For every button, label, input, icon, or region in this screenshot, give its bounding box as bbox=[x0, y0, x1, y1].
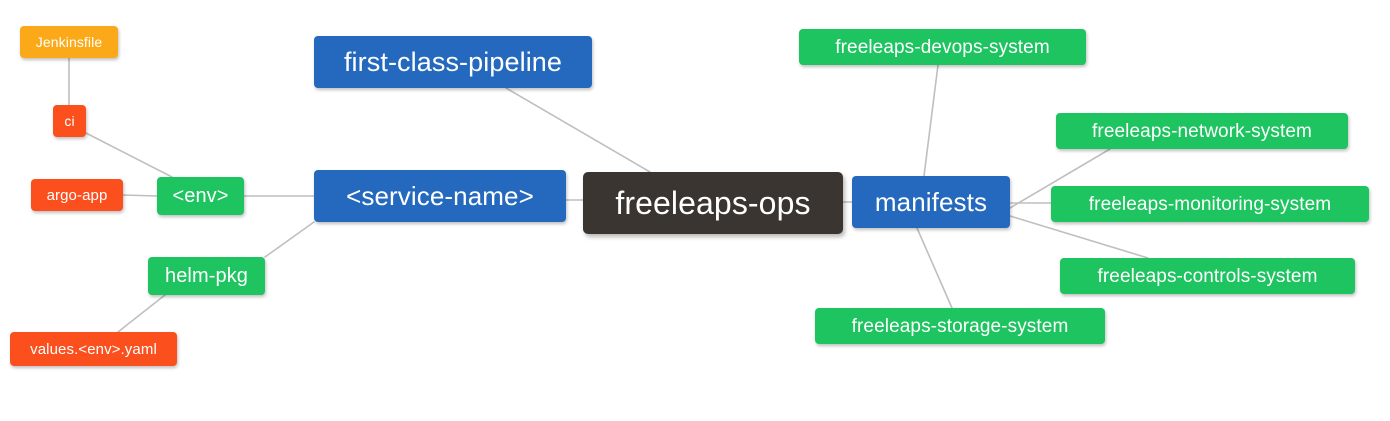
node-label: helm-pkg bbox=[164, 265, 249, 287]
node-argo-app[interactable]: argo-app bbox=[31, 179, 123, 211]
edge-manifests-to-freeleaps-controls-system bbox=[1009, 215, 1149, 259]
node-label: freeleaps-network-system bbox=[1092, 120, 1312, 142]
node-env[interactable]: <env> bbox=[157, 177, 244, 215]
node-label: freeleaps-storage-system bbox=[851, 315, 1069, 337]
node-label: ci bbox=[64, 113, 75, 129]
node-freeleaps-storage-system[interactable]: freeleaps-storage-system bbox=[815, 308, 1105, 344]
edge-argo-app-to-env bbox=[122, 194, 158, 197]
node-label: manifests bbox=[874, 187, 988, 217]
node-freeleaps-ops[interactable]: freeleaps-ops bbox=[583, 172, 843, 234]
node-service-name[interactable]: <service-name> bbox=[314, 170, 566, 222]
node-freeleaps-network-system[interactable]: freeleaps-network-system bbox=[1056, 113, 1348, 149]
node-helm-pkg[interactable]: helm-pkg bbox=[148, 257, 265, 295]
node-first-class-pipeline[interactable]: first-class-pipeline bbox=[314, 36, 592, 88]
node-freeleaps-monitoring-system[interactable]: freeleaps-monitoring-system bbox=[1051, 186, 1369, 222]
node-label: freeleaps-monitoring-system bbox=[1088, 193, 1332, 215]
node-label: values.<env>.yaml bbox=[30, 340, 157, 358]
edge-service-name-to-helm-pkg bbox=[264, 221, 315, 258]
node-label: freeleaps-devops-system bbox=[835, 36, 1050, 58]
node-label: Jenkinsfile bbox=[35, 34, 103, 50]
node-ci[interactable]: ci bbox=[53, 105, 86, 137]
node-freeleaps-controls-system[interactable]: freeleaps-controls-system bbox=[1060, 258, 1355, 294]
edge-manifests-to-freeleaps-storage-system bbox=[916, 227, 953, 309]
edge-ci-to-env bbox=[85, 132, 173, 178]
node-label: first-class-pipeline bbox=[343, 46, 563, 77]
node-jenkinsfile[interactable]: Jenkinsfile bbox=[20, 26, 118, 58]
node-values-yaml[interactable]: values.<env>.yaml bbox=[10, 332, 177, 366]
node-label: freeleaps-ops bbox=[615, 185, 811, 221]
edge-first-class-pipeline-to-freeleaps-ops bbox=[505, 87, 651, 173]
node-label: <service-name> bbox=[346, 181, 534, 211]
edge-helm-pkg-to-values-yaml bbox=[117, 294, 166, 333]
node-label: <env> bbox=[172, 185, 229, 207]
node-label: freeleaps-controls-system bbox=[1097, 265, 1318, 287]
node-freeleaps-devops-system[interactable]: freeleaps-devops-system bbox=[799, 29, 1086, 65]
node-label: argo-app bbox=[46, 186, 108, 204]
node-manifests[interactable]: manifests bbox=[852, 176, 1010, 228]
edge-manifests-to-freeleaps-devops-system bbox=[923, 64, 939, 177]
